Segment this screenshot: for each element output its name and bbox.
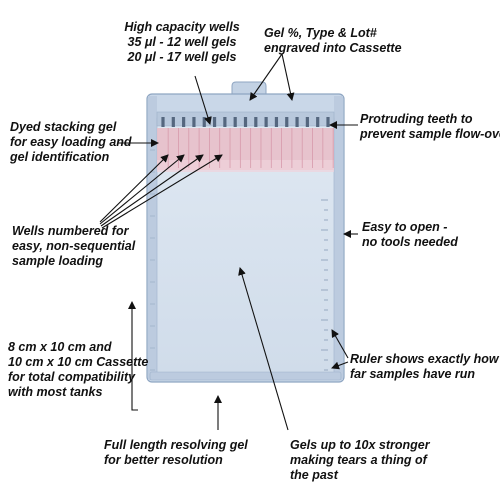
well-tooth: [254, 117, 258, 127]
callout-numbered: Wells numbered for easy, non-sequential …: [12, 224, 135, 269]
callout-resolving-line2: for better resolution: [104, 453, 223, 467]
callout-engraved-line1: Gel %, Type & Lot#: [264, 26, 377, 40]
stacking-gel-fade: [157, 160, 334, 172]
callout-size-line2: 10 cm x 10 cm Cassette: [8, 355, 149, 369]
callout-wells-line2: 35 μl - 12 well gels: [127, 35, 237, 49]
well-tooth: [274, 117, 279, 127]
callout-ruler: Ruler shows exactly how far samples have…: [350, 352, 499, 382]
well-tooth: [264, 117, 268, 127]
callout-engraved-line2: engraved into Cassette: [264, 41, 402, 55]
callout-stronger-line3: the past: [290, 468, 338, 482]
well-teeth: [161, 117, 330, 127]
well-tooth: [243, 117, 248, 127]
arrow-stronger: [238, 267, 289, 431]
callout-engraved: Gel %, Type & Lot# engraved into Cassett…: [264, 26, 402, 56]
well-tooth: [295, 117, 299, 127]
arrow-numbered-4: [101, 154, 223, 229]
callout-dyed: Dyed stacking gel for easy loading and g…: [10, 120, 132, 165]
arrow-size: [128, 301, 138, 411]
callout-open-line2: no tools needed: [362, 235, 458, 249]
callout-stronger: Gels up to 10x stronger making tears a t…: [290, 438, 430, 483]
arrow-engraved-2: [281, 53, 295, 101]
callout-resolving: Full length resolving gel for better res…: [104, 438, 248, 468]
arrow-wells: [194, 75, 212, 125]
well-tooth: [326, 117, 330, 127]
callout-size: 8 cm x 10 cm and 10 cm x 10 cm Cassette …: [8, 340, 148, 400]
callout-size-line1: 8 cm x 10 cm and: [8, 340, 112, 354]
cassette-right-rail: [334, 96, 343, 380]
callout-resolving-line1: Full length resolving gel: [104, 438, 248, 452]
callout-teeth-line1: Protruding teeth to: [360, 112, 473, 126]
well-tooth: [192, 117, 196, 127]
arrow-numbered-1: [99, 154, 169, 223]
callout-open-line1: Easy to open -: [362, 220, 448, 234]
callout-teeth-line2: prevent sample flow-over: [360, 127, 500, 141]
callout-teeth: Protruding teeth to prevent sample flow-…: [360, 112, 500, 142]
callout-dyed-line3: gel identification: [10, 150, 110, 164]
well-tooth: [171, 117, 175, 127]
well-tooth: [233, 117, 237, 127]
arrow-ruler-2: [331, 361, 349, 370]
callout-arrows: [99, 53, 358, 431]
callout-size-line4: with most tanks: [8, 385, 103, 399]
callout-open: Easy to open - no tools needed: [362, 220, 458, 250]
callout-wells: High capacity wells 35 μl - 12 well gels…: [112, 20, 252, 65]
well-lanes: [167, 128, 334, 168]
callout-dyed-line1: Dyed stacking gel: [10, 120, 117, 134]
arrow-numbered-3: [100, 154, 204, 227]
callout-ruler-line1: Ruler shows exactly how: [350, 352, 499, 366]
well-tooth: [223, 117, 227, 127]
callout-ruler-line2: far samples have run: [350, 367, 476, 381]
arrow-numbered-2: [99, 154, 185, 225]
callout-numbered-line1: Wells numbered for: [12, 224, 129, 238]
callout-size-line3: for total compatibility: [8, 370, 136, 384]
ruler-ticks: [321, 199, 328, 371]
well-tooth: [316, 117, 320, 127]
well-tooth: [182, 117, 186, 127]
well-tooth: [305, 117, 309, 127]
callout-stronger-line2: making tears a thing of: [290, 453, 427, 467]
callout-stronger-line1: Gels up to 10x stronger: [290, 438, 430, 452]
callout-numbered-line2: easy, non-sequential: [12, 239, 136, 253]
well-tooth: [161, 117, 165, 127]
well-tooth: [212, 117, 217, 127]
callout-wells-line3: 20 μl - 17 well gels: [127, 50, 237, 64]
arrow-ruler-1: [331, 329, 349, 359]
callout-numbered-line3: sample loading: [12, 254, 103, 268]
callout-wells-line1: High capacity wells: [124, 20, 240, 34]
arrow-engraved-1: [249, 53, 283, 101]
well-tooth: [285, 117, 289, 127]
callout-dyed-line2: for easy loading and: [10, 135, 132, 149]
cassette-bottom-lip: [149, 371, 342, 381]
well-tooth: [202, 117, 206, 127]
